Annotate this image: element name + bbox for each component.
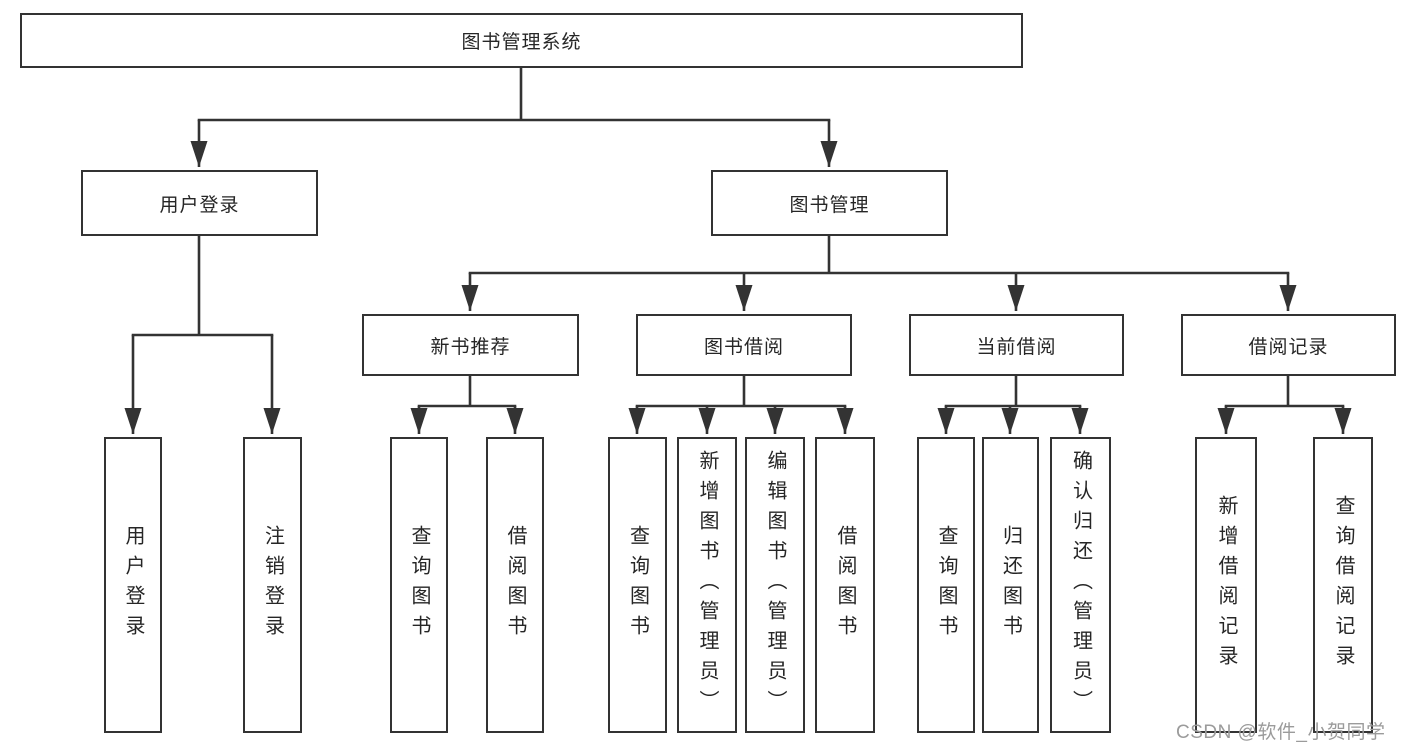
node-library-system-label: 图书管理系统 [461,32,582,53]
leaf-borrow-book-label: 借阅图书 [834,525,856,645]
leaf-edit-book-admin-label: 编辑图书（管理员） [764,450,786,720]
connector-new-book-recommend-to-leaves [410,376,524,434]
node-book-borrow-label: 图书借阅 [703,336,784,358]
connector-root-to-level2 [190,68,838,167]
node-library-system: 图书管理系统 [20,13,1023,68]
leaf-logout: 注销登录 [243,437,302,733]
leaf-query-borrow-record-label: 查询借阅记录 [1332,495,1354,675]
leaf-query-book-current-label: 查询图书 [935,525,957,645]
leaf-logout-label: 注销登录 [261,525,284,645]
connector-book-management-to-level3 [461,236,1297,311]
leaf-confirm-return-admin-label: 确认归还（管理员） [1069,450,1092,720]
node-book-management-label: 图书管理 [789,194,870,216]
connector-current-borrow-to-leaves [937,376,1089,434]
node-borrow-record-label: 借阅记录 [1248,336,1329,358]
leaf-add-book-admin-label: 新增图书（管理员） [696,450,718,720]
csdn-watermark: CSDN @软件_小贺同学 [1176,722,1386,743]
leaf-borrow-book: 借阅图书 [815,437,875,733]
leaf-user-login: 用户登录 [104,437,162,733]
connector-borrow-record-to-leaves [1217,376,1352,434]
leaf-return-book-label: 归还图书 [999,525,1022,645]
node-new-book-recommend: 新书推荐 [362,314,579,376]
node-borrow-record: 借阅记录 [1181,314,1396,376]
leaf-return-book: 归还图书 [982,437,1039,733]
leaf-borrow-book-recommend-label: 借阅图书 [504,525,526,645]
node-user-login-label: 用户登录 [159,194,240,216]
node-current-borrow-label: 当前借阅 [976,336,1057,358]
leaf-query-book-recommend: 查询图书 [390,437,448,733]
leaf-add-borrow-record-label: 新增借阅记录 [1215,495,1237,675]
node-book-borrow: 图书借阅 [636,314,852,376]
leaf-add-book-admin: 新增图书（管理员） [677,437,737,733]
node-user-login: 用户登录 [81,170,318,236]
leaf-query-book-current: 查询图书 [917,437,975,733]
node-book-management: 图书管理 [711,170,948,236]
leaf-query-borrow-record: 查询借阅记录 [1313,437,1373,733]
leaf-user-login-label: 用户登录 [122,525,144,645]
node-current-borrow: 当前借阅 [909,314,1124,376]
leaf-edit-book-admin: 编辑图书（管理员） [745,437,805,733]
leaf-query-book-borrow-label: 查询图书 [626,525,649,645]
leaf-confirm-return-admin: 确认归还（管理员） [1050,437,1111,733]
node-new-book-recommend-label: 新书推荐 [430,336,511,358]
leaf-add-borrow-record: 新增借阅记录 [1195,437,1257,733]
connector-user-login-to-leaves [124,236,281,434]
leaf-borrow-book-recommend: 借阅图书 [486,437,544,733]
connector-book-borrow-to-leaves [628,376,854,434]
leaf-query-book-recommend-label: 查询图书 [408,525,430,645]
leaf-query-book-borrow: 查询图书 [608,437,667,733]
